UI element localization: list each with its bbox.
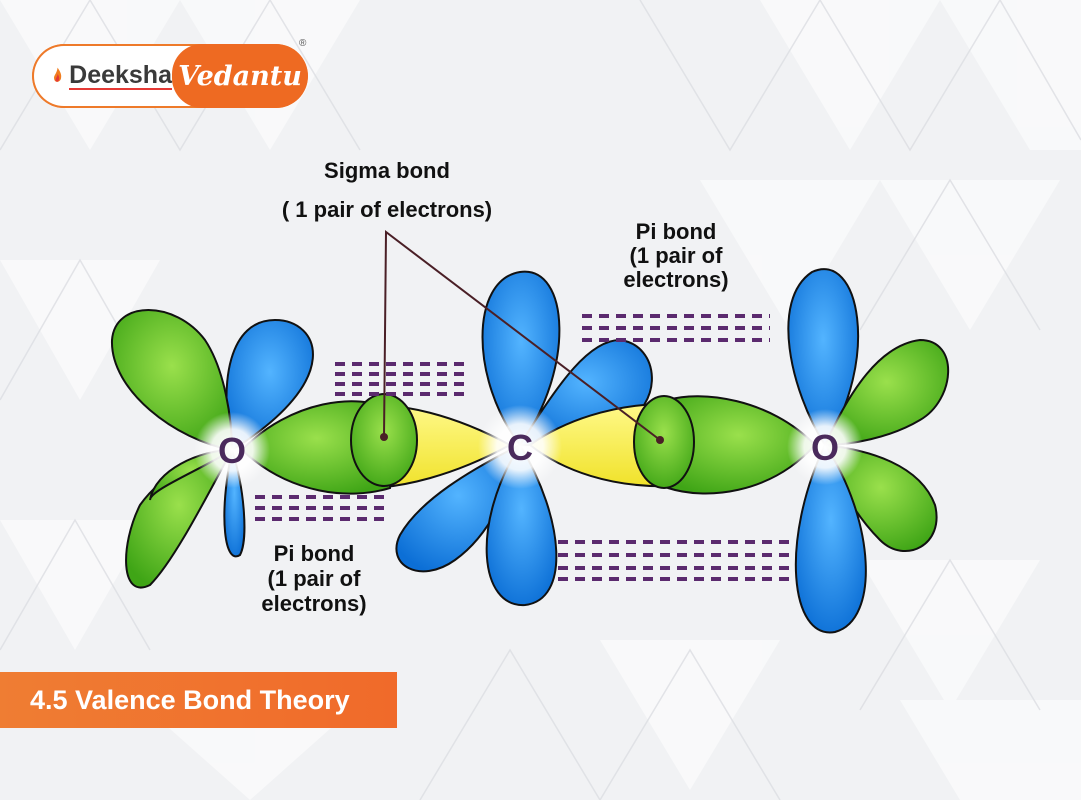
sigma-pointer-lines (383, 230, 661, 441)
pi-bond-top-detail-1: (1 pair of (630, 243, 724, 268)
registered-mark: ® (299, 38, 307, 49)
sigma-bond-label: Sigma bond (324, 158, 450, 183)
sigma-overlap-ring-right (633, 395, 695, 489)
carbon-p-orbital-upper-left (481, 270, 561, 447)
atom-label-left-oxygen: O (218, 430, 246, 471)
left-oxygen-orbitals (110, 309, 314, 589)
footer-title: 4.5 Valence Bond Theory (30, 684, 350, 715)
pi-bond-top-detail-2: electrons) (623, 267, 728, 292)
atom-label-right-oxygen: O (811, 427, 839, 468)
sigma-pointer-dot-left (380, 433, 388, 441)
right-oxygen-sp-orbital-upper (823, 338, 950, 447)
pi-bond-dashes (255, 314, 790, 581)
pi-bond-bottom-detail-2: electrons) (261, 591, 366, 616)
brand-name-secondary: Vedantu (178, 60, 302, 92)
right-oxygen-p-orbital-up (787, 268, 860, 447)
left-oxygen-sp-orbital-upper (110, 309, 234, 452)
pi-bond-top-label: Pi bond (636, 219, 717, 244)
pi-bond-bottom-label: Pi bond (274, 541, 355, 566)
carbon-nucleus-glow (478, 405, 562, 489)
brand-logo: Deeksha Vedantu (32, 44, 308, 108)
left-oxygen-nucleus-glow (194, 412, 270, 488)
atom-label-carbon: C (507, 427, 533, 468)
flame-icon (53, 67, 62, 82)
sigma-bond-detail-label: ( 1 pair of electrons) (282, 197, 492, 222)
brand-logo-right: Vedantu (172, 44, 308, 108)
sigma-pointer-dot-right (656, 436, 664, 444)
right-oxygen-nucleus-glow (787, 409, 863, 485)
brand-name-primary: Deeksha (69, 61, 172, 90)
right-oxygen-orbitals (787, 268, 950, 634)
pi-bond-bottom-detail-1: (1 pair of (268, 566, 362, 591)
right-oxygen-p-orbital-down (794, 442, 867, 634)
brand-logo-left: Deeksha (32, 44, 172, 108)
sigma-pointer (383, 230, 661, 441)
footer-banner: 4.5 Valence Bond Theory (0, 672, 397, 728)
